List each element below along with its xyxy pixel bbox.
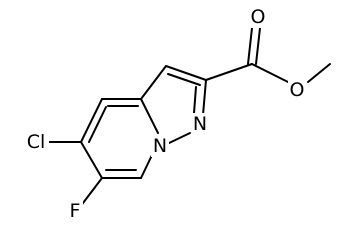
atom-cl: Cl [23, 131, 49, 153]
bond-c3-c2-inner [167, 73, 201, 86]
svg-text:O: O [290, 79, 305, 101]
bond-c2-n2 [202, 79, 207, 116]
atom-f: F [67, 200, 83, 222]
atom-o-ester: O [288, 79, 306, 101]
atom-n-bridgehead: N [151, 135, 169, 157]
svg-text:N: N [153, 135, 167, 157]
bond-c5-c4-inner [88, 106, 107, 143]
bond-c6-f [79, 177, 103, 208]
atom-o-carbonyl: O [249, 6, 267, 28]
bond-carbonyl-oester [251, 63, 289, 83]
svg-text:Cl: Cl [27, 131, 46, 153]
atom-n-ring: N [191, 113, 209, 135]
svg-text:F: F [70, 200, 81, 222]
bond-n1-c7 [140, 152, 154, 179]
bond-oester-methyl [307, 63, 331, 83]
bond-c3a-c3 [140, 65, 167, 100]
bond-c3a-n1 [140, 98, 159, 134]
bond-c5-c4 [80, 98, 103, 143]
bond-n2-n1 [166, 132, 191, 145]
svg-text:N: N [193, 113, 207, 135]
bond-c2-n2-inner [193, 86, 197, 114]
svg-text:O: O [251, 6, 266, 28]
bond-c6-c5 [80, 141, 103, 179]
bond-c3-c2 [165, 65, 207, 81]
bond-carbonyl-o-1 [247, 27, 253, 65]
bond-carbonyl-o-2 [255, 27, 261, 65]
bond-c2-carbonyl [205, 63, 253, 81]
